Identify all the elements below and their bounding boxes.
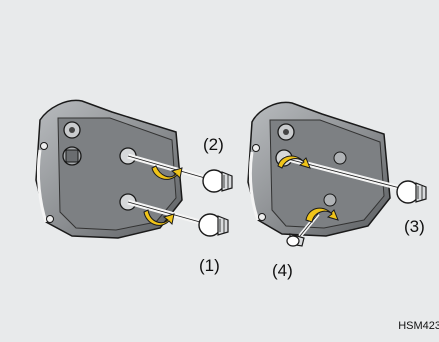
right-lamp-housing	[248, 102, 400, 236]
callout-4: (4)	[272, 262, 293, 279]
bulb-3	[397, 181, 426, 203]
callout-3: (3)	[404, 218, 425, 235]
callout-1: (1)	[199, 257, 220, 274]
bulb-1	[199, 214, 228, 236]
bulb-2	[203, 170, 232, 192]
left-lamp-housing	[36, 100, 205, 238]
figure-code: HSM423	[398, 320, 439, 332]
callout-2: (2)	[203, 136, 224, 153]
